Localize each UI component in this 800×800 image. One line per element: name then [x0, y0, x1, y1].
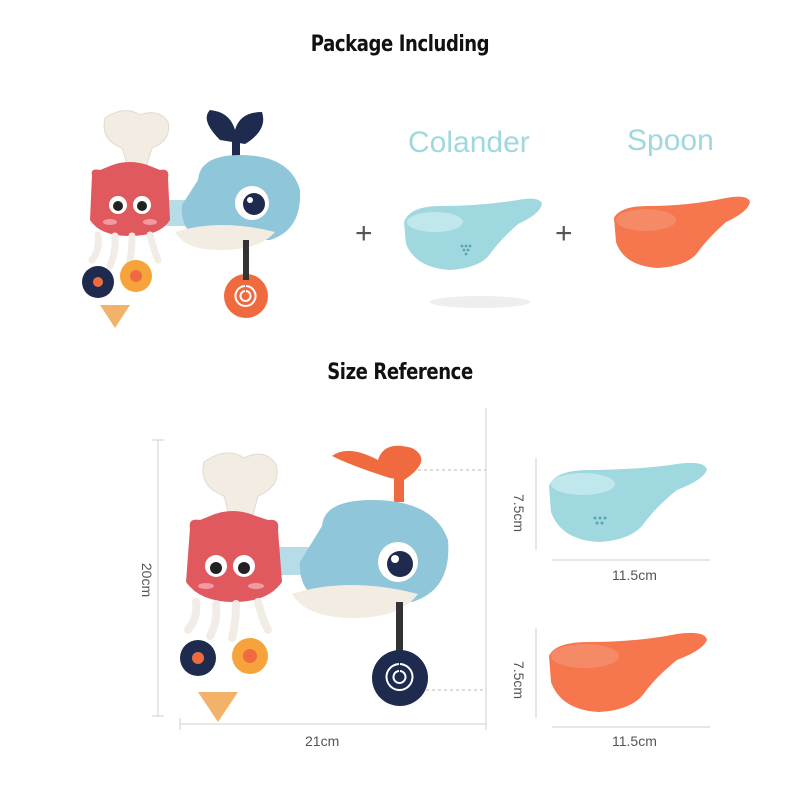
- colander-height-label: 7.5cm: [511, 493, 527, 533]
- toy-width-label: 21cm: [305, 733, 340, 749]
- size-reference-title: Size Reference: [327, 360, 473, 385]
- plus-sign-2: +: [555, 217, 573, 250]
- bath-toy-image-bottom: [180, 445, 449, 722]
- spoon-image-top: [614, 196, 750, 268]
- spoon-width-label: 11.5cm: [612, 733, 657, 749]
- colander-image-top: [404, 198, 542, 308]
- package-including-title: Package Including: [310, 32, 490, 57]
- spoon-label: Spoon: [627, 124, 714, 157]
- bath-toy-image-top: [82, 110, 301, 328]
- plus-sign-1: +: [355, 217, 373, 250]
- toy-height-label: 20cm: [139, 562, 155, 598]
- colander-image-bottom: [549, 462, 707, 542]
- colander-label: Colander: [408, 126, 530, 159]
- spoon-image-bottom: [549, 632, 707, 712]
- colander-width-label: 11.5cm: [612, 567, 657, 583]
- spoon-height-label: 7.5cm: [511, 660, 527, 700]
